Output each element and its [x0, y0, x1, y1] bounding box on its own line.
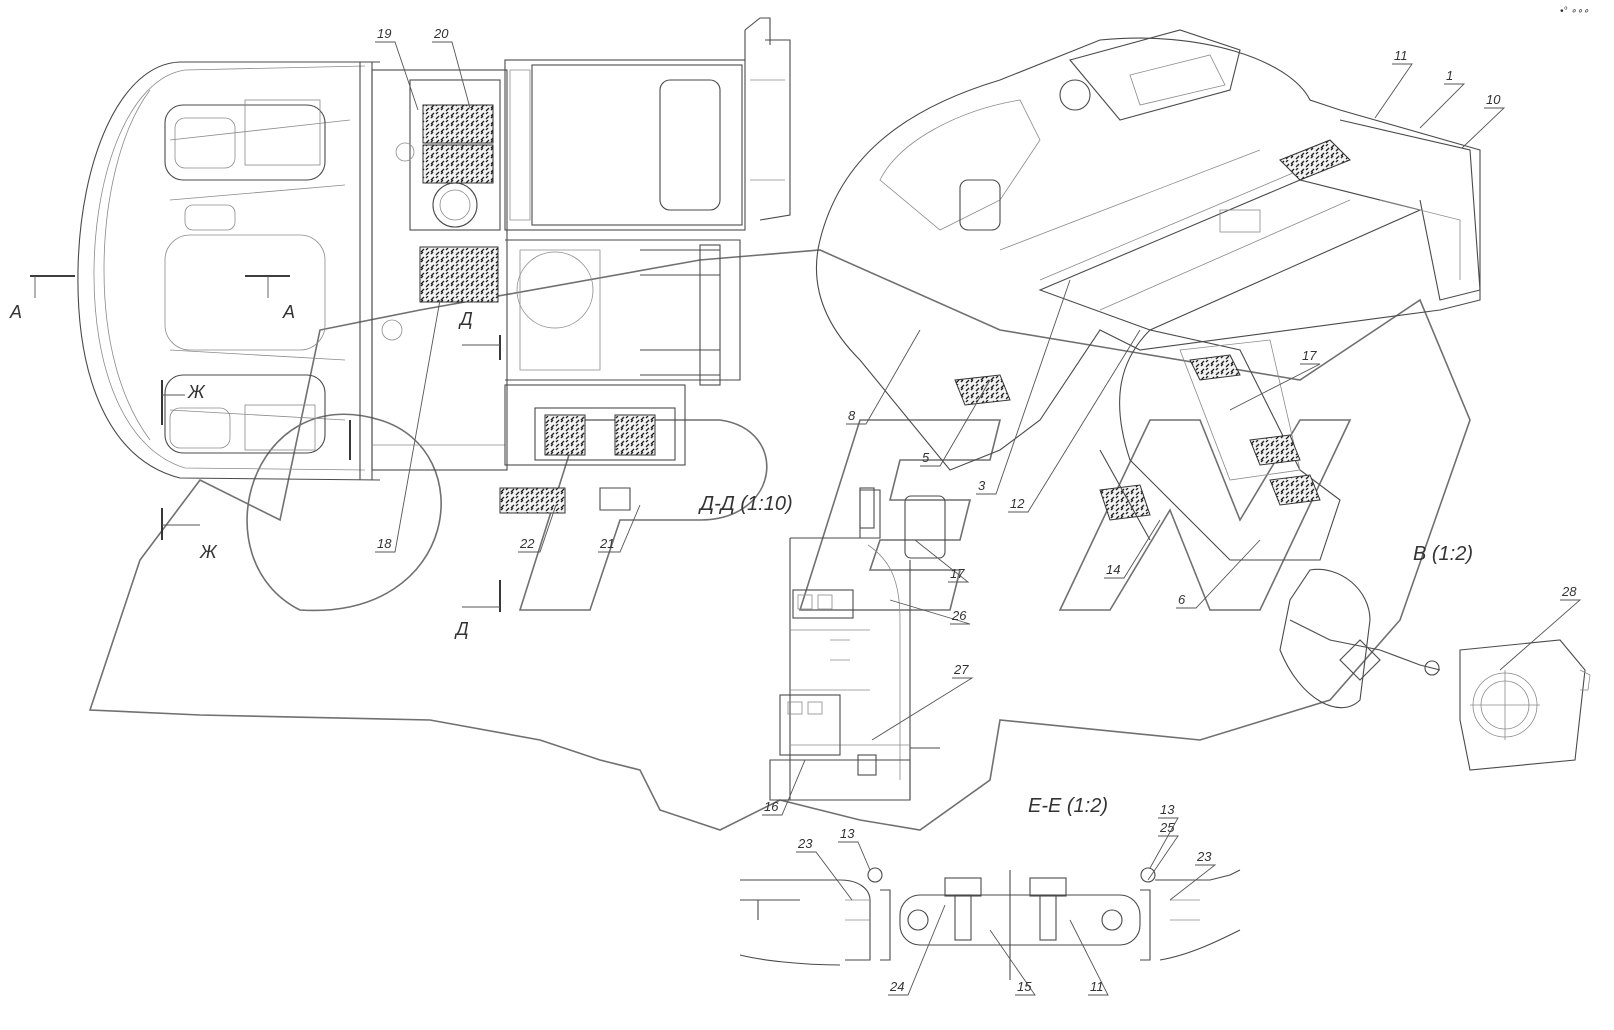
callout-1: 1: [1446, 68, 1453, 83]
callout-11-bottom: 11: [1090, 979, 1104, 994]
callouts-section-e-e: 13 23 13 25 23 24 15 11: [796, 802, 1217, 996]
callout-8: 8: [848, 408, 856, 423]
callouts-detail-v: 28: [1499, 584, 1582, 671]
callout-17-side: 17: [950, 566, 965, 581]
callout-25: 25: [1159, 820, 1175, 835]
callout-19: 19: [377, 26, 391, 41]
callout-21: 21: [599, 536, 614, 551]
callouts-top-view: 19 20 18 22 21 Д-Д (1:10): [375, 26, 793, 553]
isometric-view: [815, 29, 1481, 561]
section-markers: А А Д Д Ж Ж: [9, 275, 501, 639]
callout-24: 24: [889, 979, 904, 994]
view-arrow-zh-bottom: Ж: [199, 542, 218, 562]
callout-28: 28: [1561, 584, 1577, 599]
callout-23-right: 23: [1196, 849, 1212, 864]
view-arrow-a-left: А: [9, 302, 22, 322]
callout-3: 3: [978, 478, 986, 493]
watermark: [88, 249, 1471, 831]
callout-17-iso: 17: [1302, 348, 1317, 363]
corner-mark: •° ∘∘∘: [1560, 6, 1589, 17]
side-view: [769, 487, 946, 801]
detail-v: [1279, 568, 1591, 771]
view-arrow-zh-top: Ж: [187, 382, 206, 402]
callout-13-left: 13: [840, 826, 855, 841]
callout-23-left: 23: [797, 836, 813, 851]
view-arrow-a-right: А: [282, 302, 295, 322]
section-label-v: В (1:2): [1413, 543, 1473, 565]
callout-16: 16: [764, 799, 779, 814]
callout-5: 5: [922, 450, 930, 465]
callout-6: 6: [1178, 592, 1186, 607]
callout-20: 20: [433, 26, 449, 41]
callout-15: 15: [1017, 979, 1032, 994]
top-view-cabin: [77, 17, 791, 514]
callout-13-right: 13: [1160, 802, 1175, 817]
callout-12: 12: [1010, 496, 1025, 511]
section-label-d-d: Д-Д (1:10): [698, 493, 793, 515]
callouts-side-view: 17 26 27 16: [762, 539, 974, 816]
callout-10: 10: [1486, 92, 1501, 107]
section-e-e: Е-Е (1:2): [739, 795, 1241, 980]
callout-26: 26: [951, 608, 967, 623]
callout-18: 18: [377, 536, 392, 551]
view-arrow-d-top: Д: [458, 309, 473, 329]
callout-27: 27: [953, 662, 969, 677]
callouts-isometric: 11 1 10 17 8 5 3 12 14 6 В (1:2): [846, 48, 1506, 609]
callout-14: 14: [1106, 562, 1120, 577]
section-label-e-e: Е-Е (1:2): [1028, 795, 1108, 817]
callout-22: 22: [519, 536, 535, 551]
callout-11-top: 11: [1394, 48, 1408, 63]
view-arrow-d-bottom: Д: [454, 619, 469, 639]
